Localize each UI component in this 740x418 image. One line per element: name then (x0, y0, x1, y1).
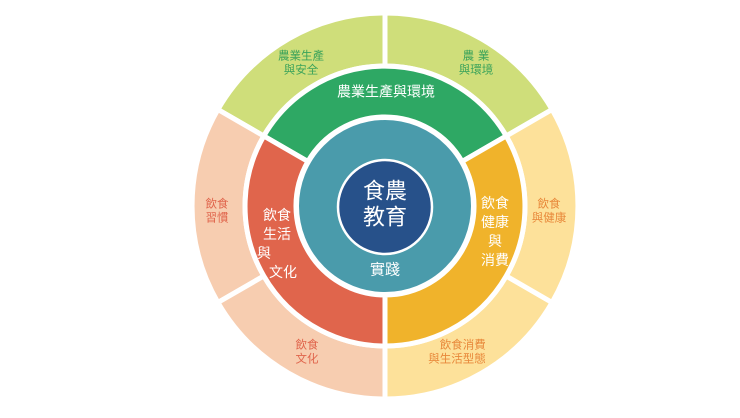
label-life-main: 飲食 生活 與 文化 (257, 207, 297, 283)
label-diet-habit: 飲食 習慣 (206, 197, 229, 226)
label-agri-safety: 農業生產 與安全 (278, 49, 324, 78)
label-line: 飲食 (263, 208, 291, 225)
label-line: 飲食消費 (439, 337, 486, 352)
label-health-main: 飲食 健康 與 消費 (481, 195, 509, 271)
label-agri-main: 農業生產與環境 (337, 84, 435, 102)
label-line: 與 (257, 246, 271, 262)
label-line: 健康 (481, 215, 509, 232)
label-line: 習慣 (205, 211, 229, 225)
core-circle (336, 158, 434, 256)
label-line: 與健康 (531, 211, 567, 225)
label-line: 與安全 (283, 63, 319, 77)
label-line: 飲食 (537, 196, 561, 211)
label-line: 生活 (263, 227, 291, 244)
label-line: 與生活型態 (428, 352, 486, 366)
label-line: 消費 (481, 252, 509, 269)
core-title-line: 食農 (362, 179, 408, 205)
label-line: 農業生產 (278, 48, 324, 63)
label-line: 農 業 (462, 48, 490, 63)
label-line: 與環境 (458, 63, 494, 77)
label-line: 飲食 (205, 196, 229, 211)
label-line: 農業生產與環境 (337, 84, 435, 101)
label-agri-env: 農 業 與環境 (459, 49, 494, 78)
label-line: 文化 (269, 264, 297, 281)
practice-label: 實踐 (369, 260, 401, 279)
label-line: 飲食 (481, 196, 509, 213)
label-line: 飲食 (295, 337, 319, 352)
label-line: 與 (488, 234, 502, 250)
label-diet-health: 飲食 與健康 (532, 197, 567, 226)
core-title: 食農 教育 (363, 180, 407, 233)
label-diet-consumption: 飲食消費 與生活型態 (428, 338, 486, 367)
core-title-line: 教育 (362, 206, 408, 231)
label-diet-culture: 飲食 文化 (296, 338, 319, 367)
label-line: 文化 (295, 352, 319, 366)
